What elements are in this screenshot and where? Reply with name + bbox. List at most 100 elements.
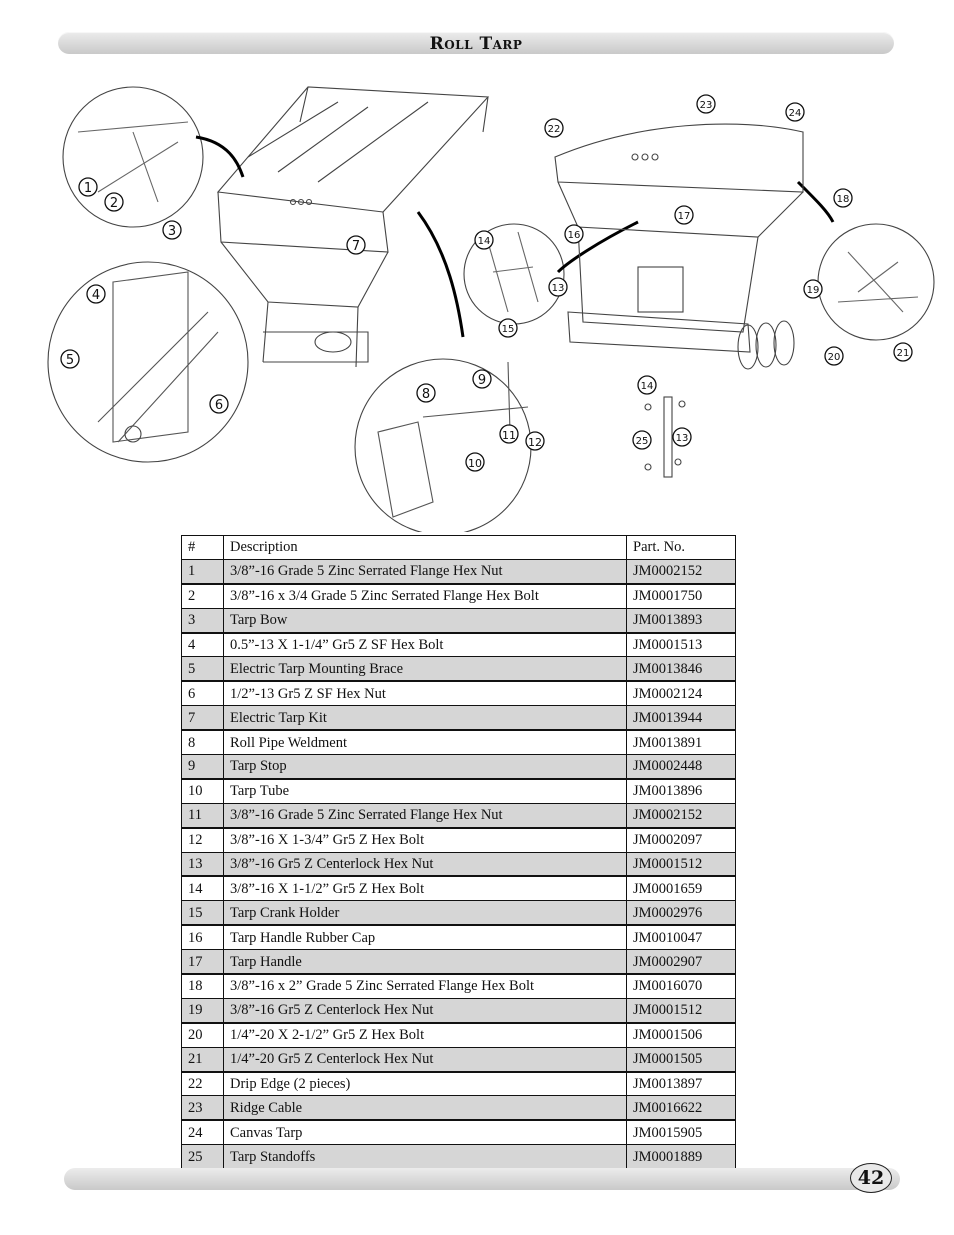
callout-15: 15 [502, 324, 515, 335]
cell-part-no: JM0013891 [626, 729, 736, 756]
left-hopper-drawing [216, 86, 490, 368]
cell-part-no: JM0001512 [626, 997, 736, 1024]
detail-circle-2 [47, 261, 249, 463]
cell-description: Tarp Bow [223, 607, 627, 634]
cell-description: 3/8”-16 Gr5 Z Centerlock Hex Nut [223, 851, 627, 877]
callout-19: 19 [807, 285, 820, 296]
cell-description: Tarp Tube [223, 778, 627, 804]
callout-22: 22 [548, 124, 561, 135]
standoff-drawing [663, 396, 673, 478]
cell-number: 17 [181, 949, 224, 975]
cell-number: 14 [181, 875, 224, 902]
cell-number: 4 [181, 632, 224, 658]
callout-11: 11 [502, 429, 516, 442]
cell-part-no: JM0001506 [626, 1022, 736, 1048]
callout-20: 20 [828, 352, 841, 363]
cell-part-no: JM0001513 [626, 632, 736, 658]
cell-description: Electric Tarp Mounting Brace [223, 656, 627, 682]
cell-number: 18 [181, 973, 224, 999]
page-title: Roll Tarp [429, 34, 523, 54]
cell-description: 1/2”-13 Gr5 Z SF Hex Nut [223, 680, 627, 707]
cell-number: 19 [181, 997, 224, 1024]
callout-1: 1 [84, 181, 92, 196]
cell-part-no: JM0002907 [626, 949, 736, 975]
page-number: 42 [850, 1163, 892, 1193]
cell-part-no: JM0015905 [626, 1119, 736, 1146]
cell-description: Tarp Stop [223, 754, 627, 780]
cell-number: 8 [181, 729, 224, 756]
cell-part-no: JM0002448 [626, 754, 736, 780]
cell-number: 23 [181, 1095, 224, 1121]
cell-description: 1/4”-20 Gr5 Z Centerlock Hex Nut [223, 1046, 627, 1073]
cell-description: 3/8”-16 Gr5 Z Centerlock Hex Nut [223, 997, 627, 1024]
cell-part-no: JM0001512 [626, 851, 736, 877]
cell-part-no: JM0001659 [626, 875, 736, 902]
header-bar: Roll Tarp [58, 32, 894, 54]
cell-part-no: JM0016622 [626, 1095, 736, 1121]
callout-14-standoff: 14 [641, 381, 654, 392]
callout-18: 18 [837, 194, 850, 205]
cell-part-no: JM0002152 [626, 802, 736, 829]
callout-21: 21 [897, 348, 910, 359]
callout-9: 9 [478, 373, 486, 388]
cell-number: 1 [181, 558, 224, 585]
cell-number: 25 [181, 1144, 224, 1170]
callout-24: 24 [789, 108, 802, 119]
cell-part-no: JM0013893 [626, 607, 736, 634]
header-number: # [181, 535, 224, 560]
cell-number: 12 [181, 827, 224, 853]
cell-description: Roll Pipe Weldment [223, 729, 627, 756]
cell-description: Electric Tarp Kit [223, 705, 627, 731]
callout-23: 23 [700, 100, 713, 111]
cell-part-no: JM0001750 [626, 583, 736, 609]
callout-25: 25 [636, 436, 649, 447]
cell-number: 10 [181, 778, 224, 804]
callout-17: 17 [678, 211, 691, 222]
callout-14: 14 [478, 236, 491, 247]
cell-part-no: JM0013944 [626, 705, 736, 731]
callout-3: 3 [168, 224, 176, 239]
cell-number: 9 [181, 754, 224, 780]
callout-2: 2 [110, 196, 118, 211]
cell-number: 11 [181, 802, 224, 829]
cell-number: 15 [181, 900, 224, 926]
cell-part-no: JM0002097 [626, 827, 736, 853]
cell-description: 3/8”-16 Grade 5 Zinc Serrated Flange Hex… [223, 802, 627, 829]
cell-description: Canvas Tarp [223, 1119, 627, 1146]
header-part-no: Part. No. [626, 535, 736, 560]
right-hopper-drawing [554, 123, 804, 370]
cell-part-no: JM0010047 [626, 924, 736, 951]
cell-number: 24 [181, 1119, 224, 1146]
cell-description: Drip Edge (2 pieces) [223, 1071, 627, 1097]
cell-number: 7 [181, 705, 224, 731]
cell-number: 2 [181, 583, 224, 609]
cell-description: 3/8”-16 x 3/4 Grade 5 Zinc Serrated Flan… [223, 583, 627, 609]
table-header-row: # Description Part. No. [181, 535, 736, 560]
cell-number: 22 [181, 1071, 224, 1097]
cell-description: Tarp Crank Holder [223, 900, 627, 926]
parts-diagram: 1 2 3 4 5 6 7 8 9 10 11 12 13 14 15 16 1… [47, 86, 935, 532]
callout-8: 8 [422, 387, 430, 402]
cell-part-no: JM0002152 [626, 558, 736, 585]
cell-description: 0.5”-13 X 1-1/4” Gr5 Z SF Hex Bolt [223, 632, 627, 658]
cell-part-no: JM0002976 [626, 900, 736, 926]
callout-12: 12 [528, 436, 542, 449]
callout-7: 7 [352, 239, 360, 254]
cell-part-no: JM0002124 [626, 680, 736, 707]
